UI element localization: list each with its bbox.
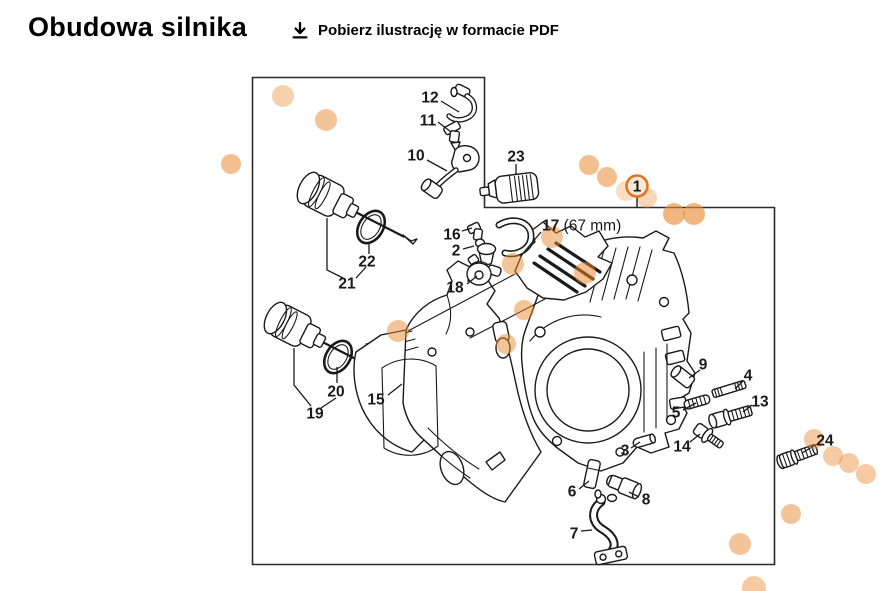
page-title: Obudowa silnika xyxy=(28,12,248,42)
highlight-dot xyxy=(663,203,685,225)
part-callout-9: 9 xyxy=(699,357,708,374)
part-7-art xyxy=(589,489,629,566)
download-pdf-label: Pobierz ilustrację w formacie PDF xyxy=(318,22,559,39)
part-3-art xyxy=(632,433,657,448)
part-22-art xyxy=(355,209,387,245)
part-24-art xyxy=(776,444,819,470)
part-19-art xyxy=(263,301,383,375)
part-callout-16: 16 xyxy=(443,227,461,244)
highlight-dot xyxy=(514,300,534,320)
part-callout-11: 11 xyxy=(420,113,437,130)
highlight-dot xyxy=(856,464,876,484)
part-callout-7: 7 xyxy=(570,526,579,543)
part-8-art xyxy=(606,474,643,503)
part-callout-21: 21 xyxy=(338,276,356,293)
highlight-dot xyxy=(804,429,824,449)
highlight-dot xyxy=(315,109,337,131)
hotspot-circle[interactable] xyxy=(625,174,649,198)
part-callout-3: 3 xyxy=(621,443,630,460)
highlight-dot xyxy=(597,167,617,187)
hotspot-label: 1 xyxy=(633,179,642,196)
highlight-dot xyxy=(742,576,766,591)
part-23-art xyxy=(479,172,540,204)
part-callout-20: 20 xyxy=(327,384,344,401)
highlight-dot xyxy=(683,203,705,225)
header: Obudowa silnika Pobierz ilustrację w for… xyxy=(28,12,559,43)
highlight-dot xyxy=(541,226,563,248)
part-20-art xyxy=(322,339,354,375)
part-callout-6: 6 xyxy=(568,484,577,501)
part-17-art xyxy=(495,217,535,258)
part-callout-2: 2 xyxy=(452,243,461,260)
part-callout-4: 4 xyxy=(744,368,753,385)
part-13-art xyxy=(708,405,753,429)
part-4-art xyxy=(711,380,747,398)
part-9-art xyxy=(670,365,696,389)
highlight-dot xyxy=(272,85,294,107)
part-callout-18: 18 xyxy=(446,280,464,297)
part-12-art xyxy=(446,83,478,123)
part-16-art xyxy=(466,221,486,248)
highlight-dot xyxy=(496,334,516,354)
highlight-dot xyxy=(839,453,859,473)
highlight-dot xyxy=(574,262,596,284)
highlight-dot xyxy=(729,533,751,555)
illustration-art xyxy=(263,83,819,566)
download-pdf-link[interactable]: Pobierz ilustrację w formacie PDF xyxy=(291,21,559,40)
part-callout-23: 23 xyxy=(507,149,525,166)
active-part-hotspot[interactable]: 1 xyxy=(625,174,649,208)
highlight-dot xyxy=(502,253,524,275)
part-2-art xyxy=(476,242,497,266)
highlight-dot xyxy=(387,320,409,342)
part-callout-13: 13 xyxy=(751,394,769,411)
part-callout-15: 15 xyxy=(367,392,385,409)
part-callout-19: 19 xyxy=(306,406,324,423)
part-callout-14: 14 xyxy=(673,439,691,456)
highlight-dot xyxy=(823,446,843,466)
diagram-border xyxy=(251,76,776,566)
download-icon xyxy=(292,21,308,39)
leader-lines xyxy=(293,100,818,532)
part-callout-10: 10 xyxy=(407,148,424,165)
highlight-dot xyxy=(781,504,801,524)
part-callout-5: 5 xyxy=(672,405,681,422)
part-10-art xyxy=(420,145,480,199)
highlight-dot xyxy=(579,155,599,175)
part-callout-24: 24 xyxy=(816,433,834,450)
crankcase-front-half-art xyxy=(353,260,542,503)
part-callout-12: 12 xyxy=(421,90,438,107)
part-callout-8: 8 xyxy=(642,492,651,509)
highlight-dot xyxy=(221,154,241,174)
part-21-art xyxy=(296,171,418,245)
part-callout-22: 22 xyxy=(358,254,375,271)
part-14-art xyxy=(692,422,724,449)
part-callout-17: 17 (67 mm) xyxy=(542,218,621,235)
